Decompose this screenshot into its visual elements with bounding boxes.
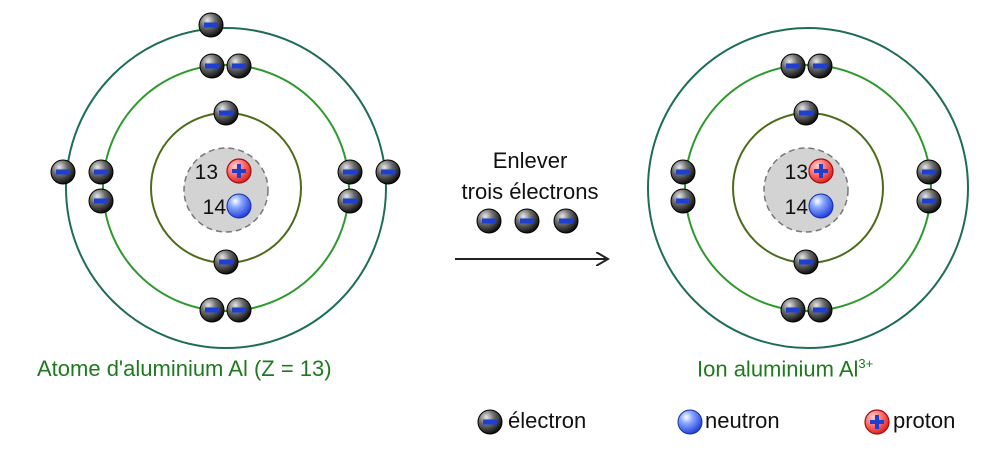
- electron: [199, 297, 225, 323]
- electron: [807, 53, 833, 79]
- electron: [514, 208, 540, 234]
- removed-electrons: [476, 208, 579, 234]
- neutron-count: 14: [785, 196, 809, 219]
- neutron: [226, 193, 252, 219]
- electron: [793, 249, 819, 275]
- electron: [337, 188, 363, 214]
- electron: [213, 249, 239, 275]
- electron: [477, 409, 503, 435]
- proton: [226, 158, 252, 184]
- electron: [337, 159, 363, 185]
- aluminium-atom: 13 14: [50, 12, 401, 349]
- ion-charge: 3+: [858, 356, 874, 371]
- electron: [807, 297, 833, 323]
- legend-proton-label: proton: [893, 408, 956, 433]
- electron: [213, 100, 239, 126]
- electron: [476, 208, 502, 234]
- process-line-1: Enlever: [492, 148, 568, 173]
- electrons-atom: [50, 12, 401, 323]
- ion-outer-ring: [647, 27, 969, 349]
- neutron-count: 14: [203, 196, 227, 219]
- shell-2-ring: [102, 64, 350, 312]
- process-label: Enlever trois électrons: [420, 145, 640, 207]
- process-line-2: trois électrons: [461, 179, 599, 204]
- proton-count: 13: [785, 161, 808, 184]
- electron: [50, 159, 76, 185]
- atom-caption-text: Atome d'aluminium Al (Z = 13): [37, 356, 332, 381]
- electron: [780, 297, 806, 323]
- ion-caption: Ion aluminium Al3+: [697, 356, 873, 382]
- electron: [553, 208, 579, 234]
- proton: [808, 158, 834, 184]
- electron: [226, 297, 252, 323]
- proton-count: 13: [195, 161, 218, 184]
- electron: [199, 53, 225, 79]
- aluminium-ion: 13 14: [647, 27, 969, 349]
- electron: [198, 12, 224, 38]
- shell-3-ring: [65, 27, 387, 349]
- electron: [226, 53, 252, 79]
- atom-caption: Atome d'aluminium Al (Z = 13): [37, 356, 332, 382]
- electron: [916, 188, 942, 214]
- legend-neutron-icon: [677, 409, 703, 435]
- electron: [670, 159, 696, 185]
- legend-neutron-label: neutron: [705, 408, 780, 433]
- legend-electron-label: électron: [508, 408, 587, 433]
- ion-caption-text: Ion aluminium Al: [697, 356, 859, 382]
- legend-electron-icon: [477, 409, 503, 435]
- electron: [793, 100, 819, 126]
- electrons-ion: [670, 53, 942, 323]
- electron: [916, 159, 942, 185]
- electron: [88, 188, 114, 214]
- legend-proton-icon: [864, 409, 890, 435]
- electron: [780, 53, 806, 79]
- electron: [375, 159, 401, 185]
- neutron: [808, 193, 834, 219]
- electron: [670, 188, 696, 214]
- electron: [88, 159, 114, 185]
